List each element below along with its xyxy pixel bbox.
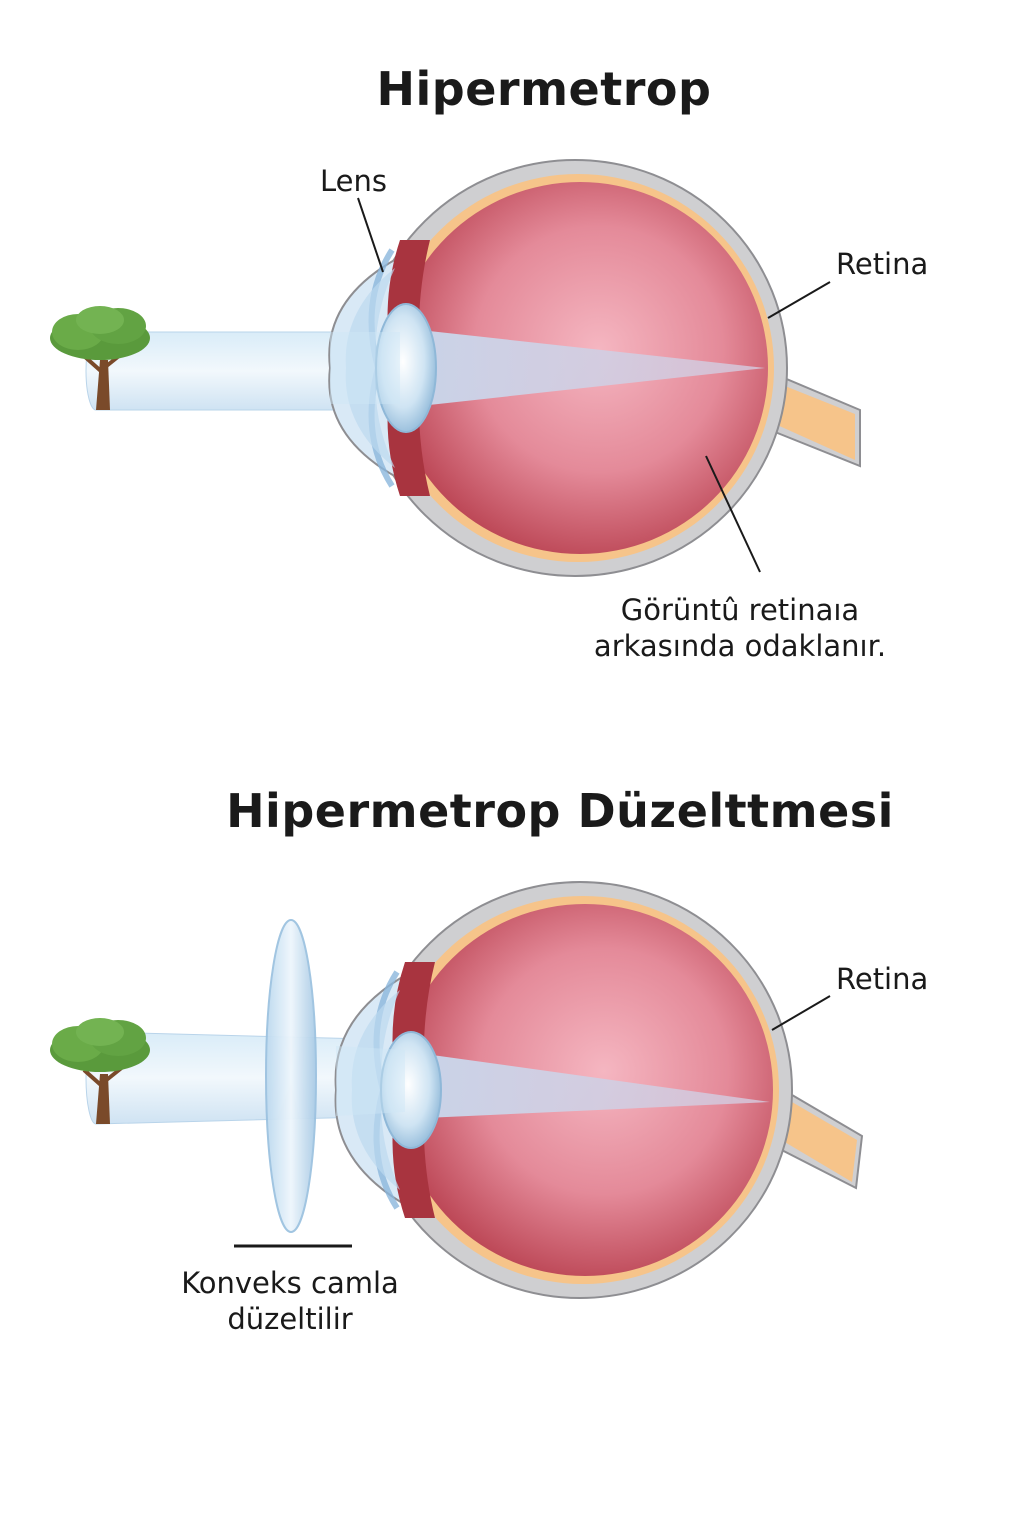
tree-icon — [50, 306, 150, 410]
retina-label: Retina — [836, 247, 929, 281]
convex-caption-line-1: Konveks camla — [181, 1266, 399, 1300]
focus-leader-line — [705, 455, 761, 573]
convex-lens-caption: Konveks camla düzeltilir — [150, 1265, 430, 1337]
retina-leader-line-1 — [767, 281, 831, 319]
diagram-2-title: Hipermetrop Düzelttmesi — [226, 784, 894, 838]
lens-icon — [265, 919, 317, 1233]
tree-icon — [50, 1018, 150, 1124]
focus-caption-line-1: Görüntû retinaıa — [620, 593, 860, 627]
lens-label: Lens — [320, 164, 387, 198]
diagram-2 — [50, 881, 864, 1299]
retina-leader-line-2 — [771, 995, 831, 1031]
focus-caption: Görüntû retinaıa arkasında odaklanır. — [560, 592, 920, 664]
lens-leader-line — [357, 197, 384, 273]
retina-label: Retina — [836, 962, 929, 996]
eye-icon — [334, 881, 864, 1299]
eye-lens — [375, 303, 437, 433]
eye-lens — [380, 1031, 442, 1149]
convex-caption-line-2: düzeltilir — [227, 1302, 353, 1336]
diagram-1-title: Hipermetrop — [376, 62, 712, 116]
eye-icon — [328, 159, 861, 577]
focus-caption-line-2: arkasında odaklanır. — [593, 629, 887, 663]
diagram-1 — [50, 159, 861, 577]
